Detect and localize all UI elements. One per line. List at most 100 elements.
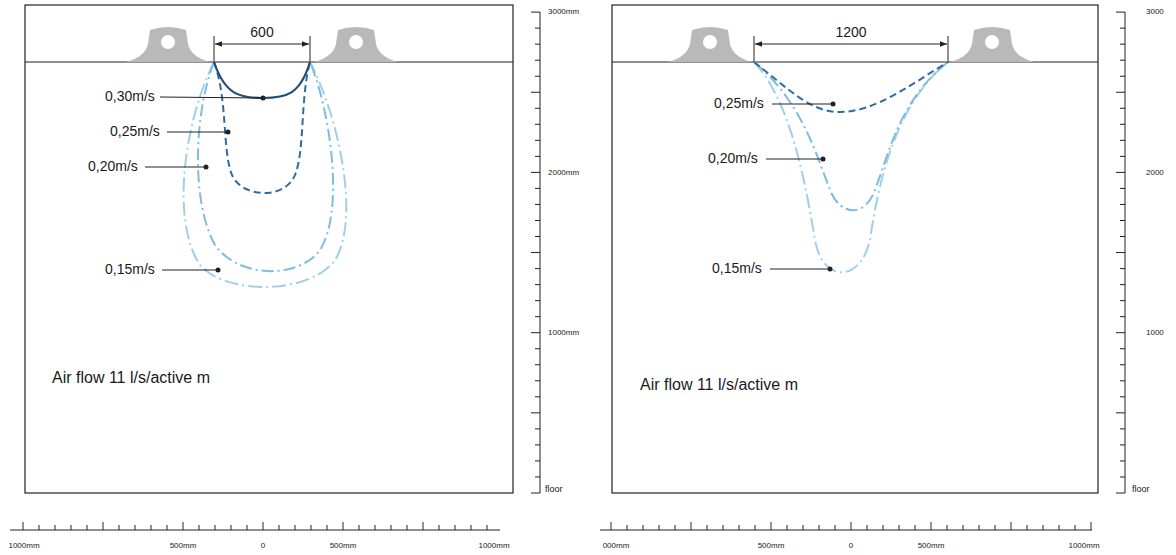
scale-tick (311, 525, 312, 530)
scale-tick (167, 525, 168, 530)
scale-tick (835, 525, 836, 530)
scale-tick (1116, 252, 1125, 253)
scale-tick (531, 332, 540, 333)
ceiling-line (25, 61, 513, 62)
scale-tick (135, 525, 136, 530)
scale-tick (1120, 28, 1125, 29)
scale-tick (691, 522, 692, 530)
scale-tick (535, 348, 540, 349)
scale-label: 2000mm (548, 169, 579, 178)
chilled-beam (314, 27, 398, 62)
panel-frame (25, 5, 513, 493)
scale-tick (899, 525, 900, 530)
scale-tick (87, 525, 88, 530)
scale-tick (423, 522, 424, 530)
scale-tick (535, 108, 540, 109)
scale-label: 000mm (603, 542, 630, 551)
scale-tick (675, 525, 676, 530)
scale-tick (531, 92, 540, 93)
scale-tick (327, 525, 328, 530)
scale-tick (343, 522, 344, 530)
dimension-value: 600 (250, 25, 273, 40)
scale-tick (531, 12, 540, 13)
scale-tick (531, 412, 540, 413)
scale-tick (359, 525, 360, 530)
scale-tick (55, 525, 56, 530)
leader-line (145, 97, 263, 270)
scale-tick (535, 140, 540, 141)
scale-label: 3000mm (548, 8, 579, 17)
scale-tick (851, 522, 852, 530)
scale-tick (627, 525, 628, 530)
scale-label: 0 (849, 542, 853, 551)
scale-tick (1120, 60, 1125, 61)
scale-tick (39, 525, 40, 530)
scale-tick (1120, 380, 1125, 381)
scale-tick (531, 172, 540, 173)
chilled-beam (668, 27, 752, 62)
scale-label: floor (1132, 485, 1150, 495)
scale-tick (151, 525, 152, 530)
scale-tick (1120, 444, 1125, 445)
scale-tick (1011, 522, 1012, 530)
velocity-contour (214, 62, 310, 193)
scale-tick (1120, 300, 1125, 301)
chilled-beam (950, 27, 1034, 62)
scale-tick (439, 525, 440, 530)
scale-tick (803, 525, 804, 530)
scale-tick (1120, 156, 1125, 157)
scale-tick (1120, 364, 1125, 365)
scale-tick (535, 380, 540, 381)
scale-tick (1120, 316, 1125, 317)
scale-tick (263, 522, 264, 530)
scale-tick (535, 156, 540, 157)
scale-tick (535, 300, 540, 301)
scale-tick (295, 525, 296, 530)
scale-label: 2000 (1146, 169, 1164, 178)
scale-tick (531, 252, 540, 253)
scale-tick (1120, 284, 1125, 285)
scale-tick (535, 316, 540, 317)
scale-tick (1120, 76, 1125, 77)
scale-tick (1027, 525, 1028, 530)
airflow-note: Air flow 11 l/s/active m (640, 376, 798, 394)
scale-tick (119, 525, 120, 530)
velocity-contour (198, 62, 333, 271)
scale-tick (535, 396, 540, 397)
airflow-note: Air flow 11 l/s/active m (52, 369, 210, 387)
scale-tick (535, 476, 540, 477)
scale-tick (535, 220, 540, 221)
scale-tick (931, 522, 932, 530)
velocity-label: 0,25m/s (110, 124, 160, 139)
scale-tick (183, 522, 184, 530)
width-scale (10, 530, 500, 531)
scale-tick (535, 124, 540, 125)
velocity-contour (214, 62, 310, 98)
scale-tick (1120, 268, 1125, 269)
scale-tick (1091, 522, 1092, 530)
velocity-label: 0,30m/s (105, 89, 155, 104)
scale-tick (1120, 396, 1125, 397)
scale-tick (883, 525, 884, 530)
scale-label: 1000mm (1068, 542, 1099, 551)
chilled-beam (126, 27, 210, 62)
scale-tick (535, 28, 540, 29)
scale-tick (487, 525, 488, 530)
scale-tick (535, 204, 540, 205)
scale-tick (1120, 108, 1125, 109)
scale-tick (1116, 172, 1125, 173)
velocity-label: 0,15m/s (712, 261, 762, 276)
scale-label: 1000 (1146, 329, 1164, 338)
scale-tick (1120, 204, 1125, 205)
scale-tick (1120, 348, 1125, 349)
scale-tick (535, 364, 540, 365)
scale-tick (611, 522, 612, 530)
velocity-label: 0,25m/s (714, 96, 764, 111)
scale-label: 500mm (758, 542, 785, 551)
scale-tick (535, 428, 540, 429)
scale-label: 500mm (170, 542, 197, 551)
scale-tick (1043, 525, 1044, 530)
scale-tick (1116, 412, 1125, 413)
scale-tick (391, 525, 392, 530)
